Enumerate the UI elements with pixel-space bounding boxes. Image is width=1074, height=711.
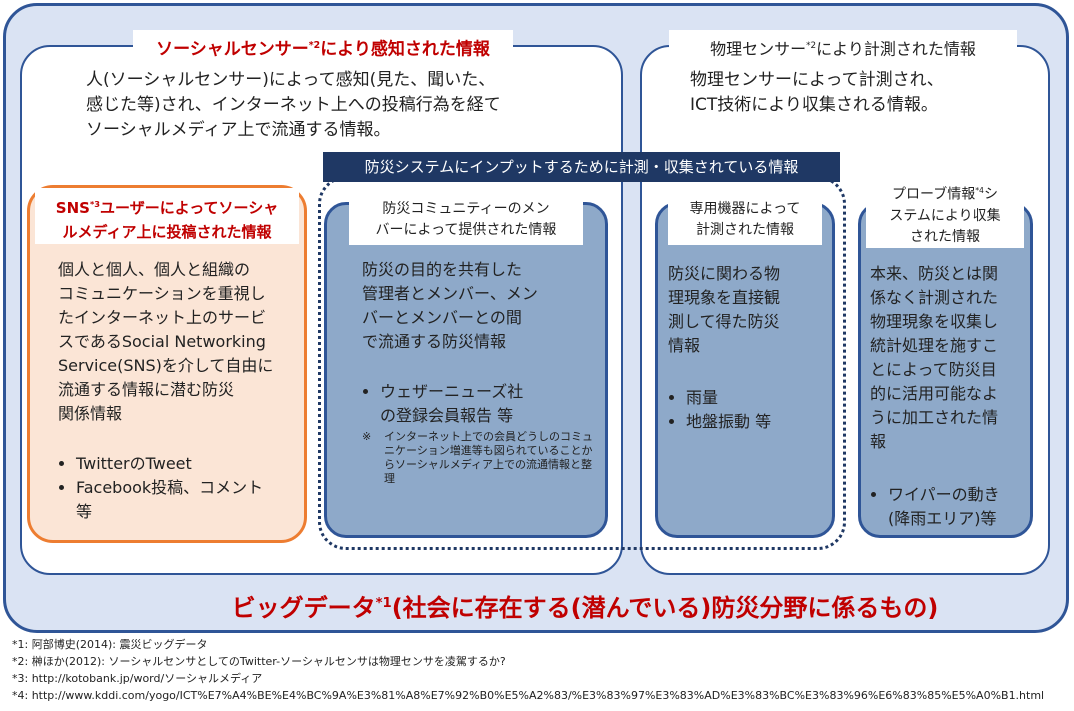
dedicated-device-card-bullets: 雨量 地盤振動 等 — [668, 386, 828, 434]
dedicated-device-card-title: 専用機器によって計測された情報 — [668, 195, 822, 245]
physical-sensor-title: 物理センサー*2により計測された情報 — [669, 30, 1017, 64]
footnote-2: *2: 榊ほか(2012): ソーシャルセンサとしてのTwitter-ソーシャル… — [12, 655, 506, 668]
footnote-4: *4: http://www.kddi.com/yogo/ICT%E7%A4%B… — [12, 689, 1045, 702]
sns-card — [27, 185, 307, 543]
list-item: 雨量 — [686, 386, 828, 410]
probe-card-body: 本来、防災とは関係なく計測された物理現象を収集し 統計処理を施すことによって防災… — [870, 264, 999, 451]
footnote-3: *3: http://kotobank.jp/word/ソーシャルメディア — [12, 672, 263, 685]
social-sensor-description: 人(ソーシャルセンサー)によって感知(見た、聞いた、 感じた等)され、インターネ… — [86, 70, 501, 140]
probe-card-bullets: ワイパーの動き(降雨エリア)等 — [870, 483, 1030, 531]
community-card — [324, 202, 608, 538]
sns-card-title: SNS*3ユーザーによってソーシャ ルメディア上に投稿された情報 — [35, 188, 299, 244]
community-card-title: 防災コミュニティーのメンバーによって提供された情報 — [349, 195, 583, 245]
community-card-note: ※ インターネット上での会員どうしのコミュニケーション増進等も図られていることか… — [362, 430, 602, 486]
dedicated-device-card-body: 防災に関わる物理現象を直接観 測して得た防災情報 — [668, 264, 781, 355]
footnote-1: *1: 阿部博史(2014): 震災ビッグデータ — [12, 638, 208, 651]
physical-sensor-description: 物理センサーによって計測され、 ICT技術により収集される情報。 — [690, 70, 944, 115]
input-info-bar: 防災システムにインプットするために計測・収集されている情報 — [323, 152, 840, 182]
note-text: インターネット上での会員どうしのコミュニケーション増進等も図られていることからソ… — [384, 430, 593, 485]
dedicated-device-card — [655, 202, 835, 538]
social-sensor-title: ソーシャルセンサー*2により感知された情報 — [133, 30, 513, 64]
footnotes: *1: 阿部博史(2014): 震災ビッグデータ *2: 榊ほか(2012): … — [12, 636, 1062, 704]
probe-card-title: プローブ情報*4シ ステムにより収集 された情報 — [866, 178, 1024, 248]
note-mark: ※ — [362, 430, 372, 443]
list-item: TwitterのTweet — [76, 452, 298, 476]
bigdata-caption: ビッグデータ*1(社会に存在する(潜んでいる)防災分野に係るもの) — [231, 594, 939, 622]
sns-card-body: 個人と個人、個人と組織のコミュニケーションを重視したインターネット上のサービ ス… — [58, 260, 274, 423]
community-card-body: 防災の目的を共有した管理者とメンバー、メン バーとメンバーとの間で流通する防災情… — [362, 260, 538, 351]
list-item: ワイパーの動き(降雨エリア)等 — [888, 483, 1030, 531]
list-item: 地盤振動 等 — [686, 410, 828, 434]
